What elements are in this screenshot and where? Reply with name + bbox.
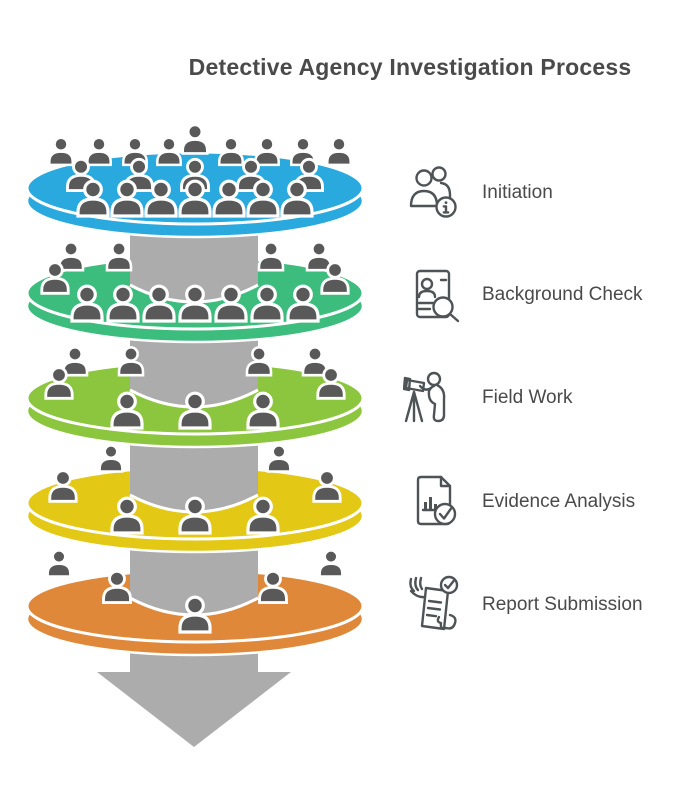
person-figure [61,346,89,377]
person-figure [178,595,212,634]
person-figure [110,391,144,430]
person-figure [214,284,248,323]
page-title: Detective Agency Investigation Process [188,54,632,80]
person-figure [257,241,285,272]
person-figure [156,136,182,167]
person-figure [320,261,350,295]
person-figure [254,136,280,167]
person-figure [316,366,346,400]
person-figure [178,496,212,535]
person-figure [105,241,133,272]
person-figure [266,444,292,473]
disc-3 [25,346,365,449]
person-figure [76,179,110,218]
person-figure [218,136,244,167]
person-figure [258,569,288,605]
person-figure [246,179,280,218]
person-figure [301,346,329,377]
person-figure [122,136,148,167]
person-figure [294,157,324,193]
person-figure [106,284,140,323]
person-figure [44,366,74,400]
person-figure [110,179,144,218]
person-figure [117,346,145,377]
person-figure [286,284,320,323]
person-figure [40,261,70,295]
person-figure [280,179,314,218]
person-figure [98,444,124,473]
person-figure [246,496,280,535]
flow-arrow-head [97,672,291,747]
person-figure [212,179,246,218]
person-figure [181,123,209,155]
person-figure [246,391,280,430]
person-figure [250,284,284,323]
disc-5 [25,549,365,657]
person-figure [326,136,352,167]
person-figure [46,549,72,578]
person-figure [178,391,212,430]
disc-1 [25,123,365,239]
disc-2 [25,241,365,344]
person-figure [48,136,74,167]
person-figure [245,346,273,377]
person-figure [86,136,112,167]
person-figure [178,179,212,218]
person-figure [178,284,212,323]
person-figure [70,284,104,323]
person-figure [48,469,78,503]
person-figure [110,496,144,535]
person-figure [144,179,178,218]
person-figure [312,469,342,503]
person-figure [318,549,344,578]
person-figure [102,569,132,605]
person-figure [142,284,176,323]
disc-4 [25,444,365,554]
